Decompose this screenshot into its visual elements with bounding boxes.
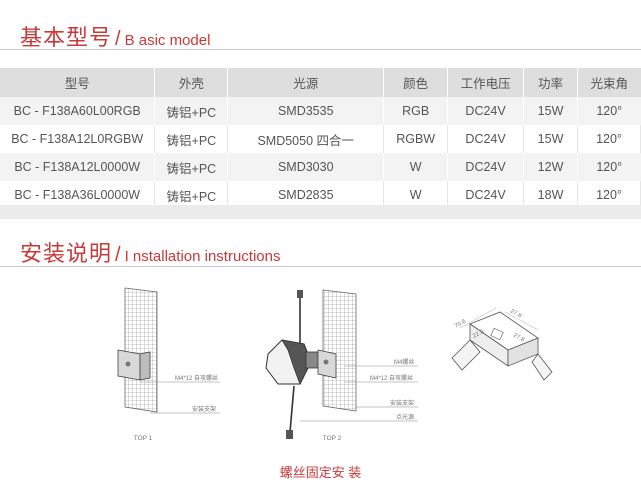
column-header-light-source: 光源 bbox=[227, 68, 385, 97]
table-row: BC - F138A12L0000W 铸铝+PC SMD3030 W DC24V… bbox=[0, 153, 641, 181]
mounting-bracket bbox=[317, 349, 337, 379]
point-light-fixture bbox=[265, 339, 319, 385]
cell-housing: 铸铝+PC bbox=[154, 153, 229, 181]
basic-model-title-en: B asic model bbox=[124, 32, 211, 49]
installation-title-en: I nstallation instructions bbox=[124, 248, 281, 265]
divider-line bbox=[0, 49, 641, 50]
divider-line bbox=[0, 266, 641, 267]
cell-power: 15W bbox=[523, 125, 578, 153]
column-header-housing: 外壳 bbox=[154, 68, 229, 97]
cell-power: 18W bbox=[523, 181, 578, 209]
cell-light-source: SMD3030 bbox=[227, 153, 385, 181]
cell-power: 15W bbox=[523, 97, 578, 125]
cell-light-source: SMD3535 bbox=[227, 97, 385, 125]
bracket-dimension-drawing: 70.6 27.8 22.3 27.8 bbox=[451, 307, 553, 381]
cell-beam-angle: 120° bbox=[577, 97, 641, 125]
bracket-dim-3: 22.3 bbox=[472, 328, 486, 339]
column-header-power: 功率 bbox=[523, 68, 578, 97]
section-separator-band bbox=[0, 205, 641, 219]
top1-screw-label: M4*12 自攻螺丝 bbox=[175, 374, 218, 382]
column-header-voltage: 工作电压 bbox=[447, 68, 525, 97]
cell-beam-angle: 120° bbox=[577, 181, 641, 209]
basic-model-title: 基本型号 / B asic model bbox=[20, 20, 210, 52]
top1-bracket-label: 安装支架 bbox=[192, 405, 216, 413]
cell-housing: 铸铝+PC bbox=[154, 125, 229, 153]
table-row: BC - F138A12L0RGBW 铸铝+PC SMD5050 四合一 RGB… bbox=[0, 125, 641, 153]
cell-voltage: DC24V bbox=[447, 153, 525, 181]
top1-label: TOP 1 bbox=[134, 435, 153, 442]
cell-light-source: SMD2835 bbox=[227, 181, 385, 209]
installation-title: 安装说明 / I nstallation instructions bbox=[20, 236, 281, 268]
cell-color: W bbox=[383, 153, 449, 181]
title-separator: / bbox=[115, 244, 121, 266]
column-header-beam-angle: 光束角 bbox=[577, 68, 641, 97]
top2-light-label: 点光源 bbox=[396, 413, 414, 421]
bracket-dim-4: 27.8 bbox=[512, 333, 526, 344]
bracket-dim-2: 27.8 bbox=[509, 309, 523, 320]
cell-voltage: DC24V bbox=[447, 97, 525, 125]
spec-table: 型号 外壳 光源 颜色 工作电压 功率 光束角 BC - F138A60L00R… bbox=[0, 68, 641, 209]
top2-bracket-label: 安装支架 bbox=[390, 399, 414, 407]
basic-model-title-cn: 基本型号 bbox=[20, 25, 113, 50]
cell-color: RGBW bbox=[383, 125, 449, 153]
cell-beam-angle: 120° bbox=[577, 153, 641, 181]
column-header-color: 颜色 bbox=[383, 68, 449, 97]
cell-voltage: DC24V bbox=[447, 181, 525, 209]
table-row: BC - F138A60L00RGB 铸铝+PC SMD3535 RGB DC2… bbox=[0, 97, 641, 125]
mounting-bracket bbox=[117, 349, 151, 381]
column-header-model: 型号 bbox=[0, 68, 156, 97]
cell-beam-angle: 120° bbox=[577, 125, 641, 153]
cell-model: BC - F138A12L0000W bbox=[0, 153, 156, 181]
top1-illustration: M4*12 自攻螺丝 安装支架 TOP 1 bbox=[117, 287, 220, 442]
cell-light-source: SMD5050 四合一 bbox=[227, 125, 385, 153]
cell-color: RGB bbox=[383, 97, 449, 125]
mesh-panel bbox=[124, 287, 158, 413]
title-separator: / bbox=[115, 28, 121, 50]
top2-label: TOP 2 bbox=[323, 435, 342, 442]
installation-caption: 螺丝固定安 装 bbox=[279, 465, 362, 480]
top2-screw-label: M4*12 自攻螺丝 bbox=[370, 374, 413, 382]
cell-color: W bbox=[383, 181, 449, 209]
cell-model: BC - F138A12L0RGBW bbox=[0, 125, 156, 153]
cell-housing: 铸铝+PC bbox=[154, 97, 229, 125]
cell-model: BC - F138A36L0000W bbox=[0, 181, 156, 209]
cell-housing: 铸铝+PC bbox=[154, 181, 229, 209]
cell-power: 12W bbox=[523, 153, 578, 181]
installation-title-cn: 安装说明 bbox=[20, 241, 113, 266]
table-header-row: 型号 外壳 光源 颜色 工作电压 功率 光束角 bbox=[0, 68, 641, 97]
cell-model: BC - F138A60L00RGB bbox=[0, 97, 156, 125]
mesh-panel bbox=[322, 289, 357, 412]
table-row: BC - F138A36L0000W 铸铝+PC SMD2835 W DC24V… bbox=[0, 181, 641, 209]
top2-m4-label: M4螺丝 bbox=[394, 358, 414, 366]
bracket-dim-1: 70.6 bbox=[454, 318, 468, 329]
cell-voltage: DC24V bbox=[447, 125, 525, 153]
top2-illustration: M4螺丝 M4*12 自攻螺丝 安装支架 点光源 TOP 2 bbox=[265, 289, 418, 442]
installation-diagram: M4*12 自攻螺丝 安装支架 TOP 1 M4螺丝 M4*12 自攻螺丝 安装… bbox=[117, 287, 553, 442]
